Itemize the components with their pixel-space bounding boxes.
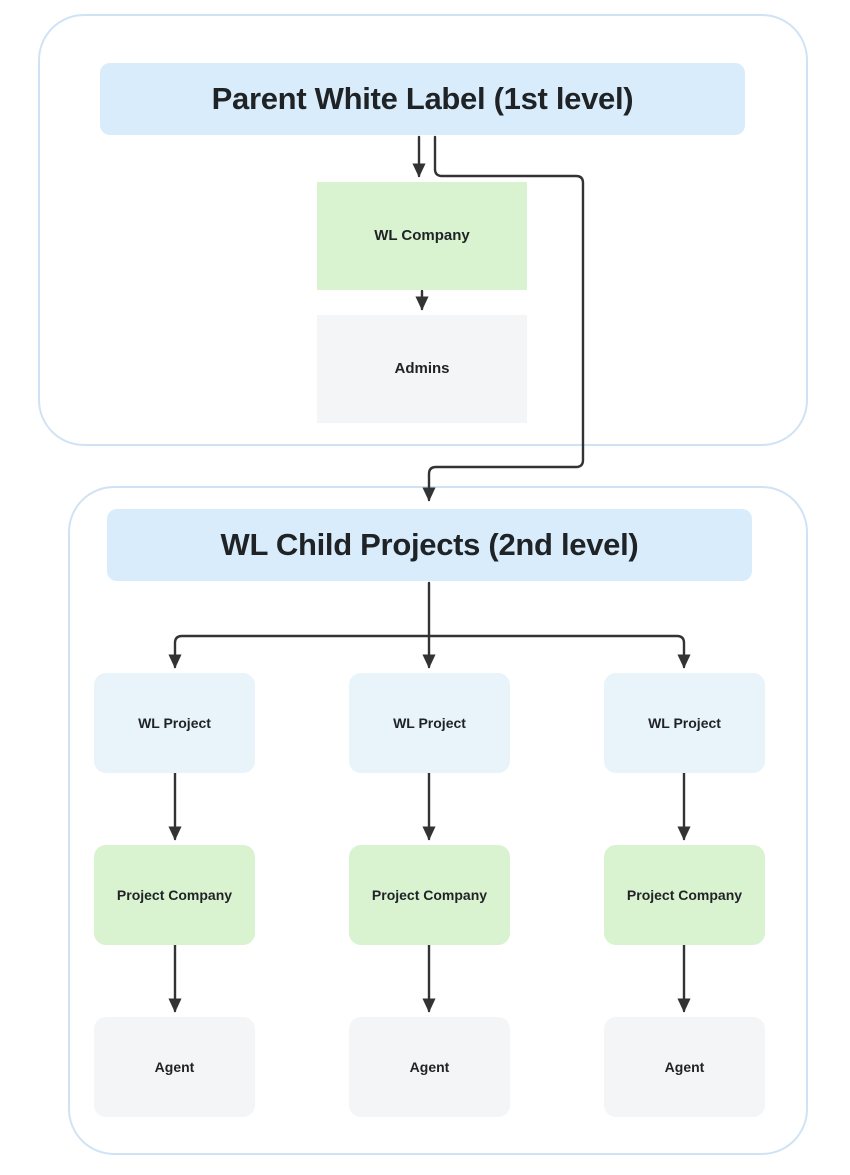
node-admins[interactable]: Admins: [317, 315, 527, 423]
group-container-parent-white-label: [38, 14, 808, 446]
node-wl-project-2[interactable]: WL Project: [349, 673, 510, 773]
node-agent-2[interactable]: Agent: [349, 1017, 510, 1117]
node-wl-project-3[interactable]: WL Project: [604, 673, 765, 773]
node-project-company-1[interactable]: Project Company: [94, 845, 255, 945]
node-wl-company[interactable]: WL Company: [317, 182, 527, 290]
node-agent-1[interactable]: Agent: [94, 1017, 255, 1117]
node-wl-child-projects-header[interactable]: WL Child Projects (2nd level): [107, 509, 752, 581]
node-wl-project-1[interactable]: WL Project: [94, 673, 255, 773]
node-agent-3[interactable]: Agent: [604, 1017, 765, 1117]
node-project-company-2[interactable]: Project Company: [349, 845, 510, 945]
node-project-company-3[interactable]: Project Company: [604, 845, 765, 945]
node-parent-white-label-header[interactable]: Parent White Label (1st level): [100, 63, 745, 135]
